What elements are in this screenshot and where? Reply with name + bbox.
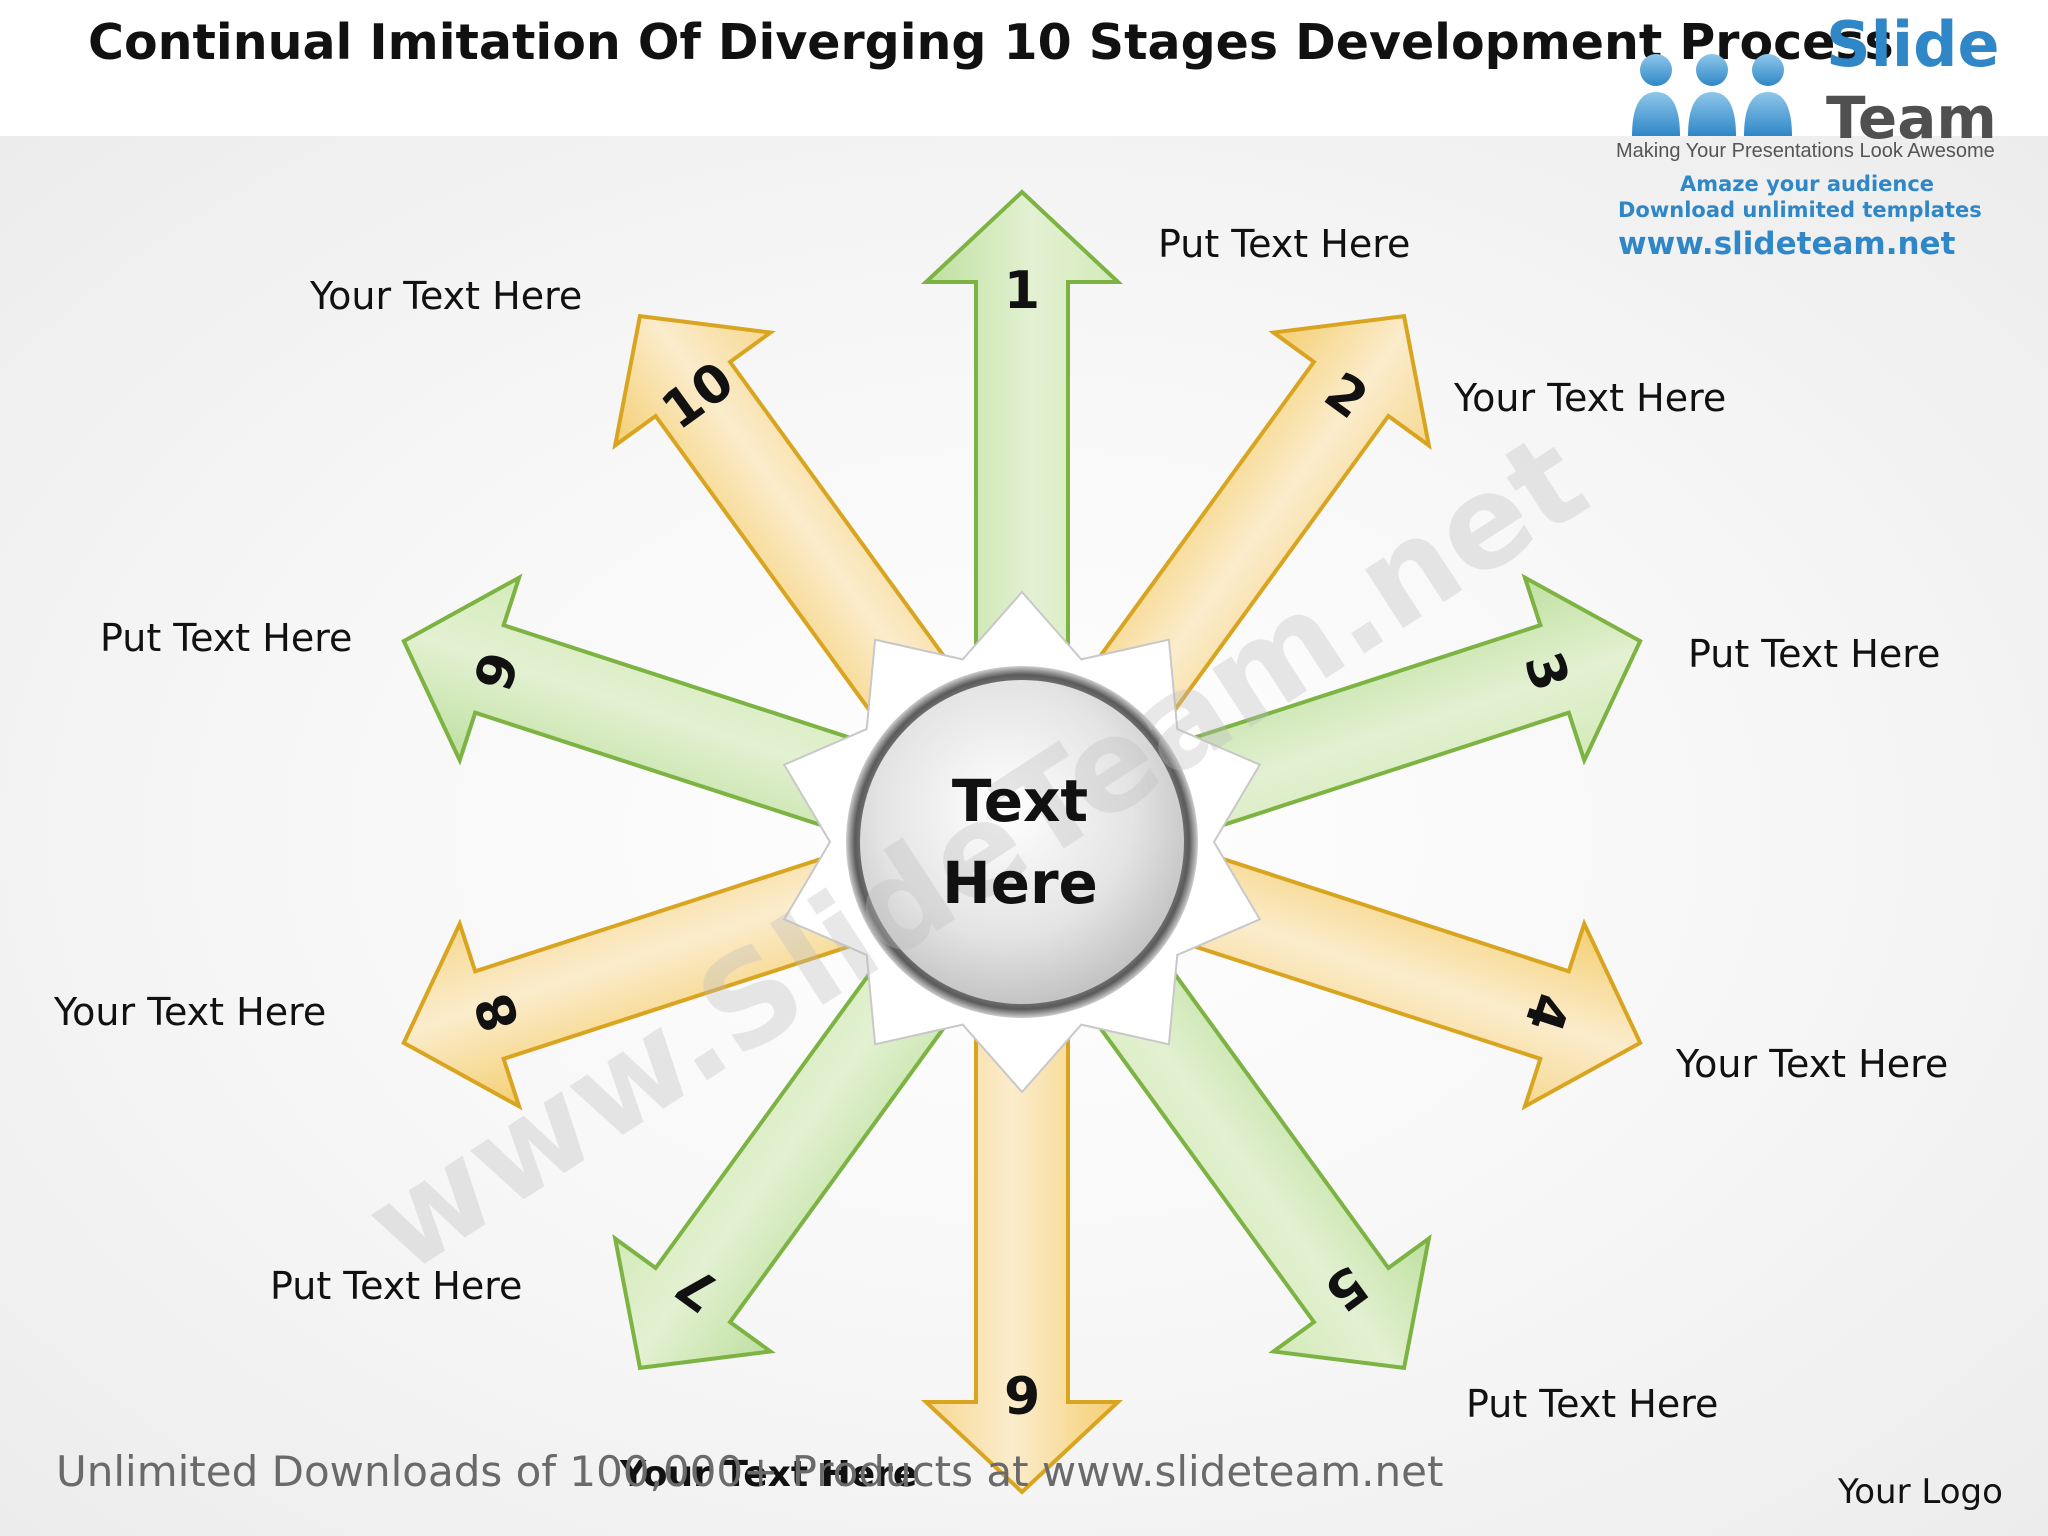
center-text-line2: Here — [942, 849, 1098, 917]
stage-10-arrow-shape — [612, 313, 974, 751]
stage-6-arrow: 6 — [920, 990, 1124, 1495]
stage-8-arrow-shape — [401, 842, 897, 1111]
stage-9-label: Put Text Here — [100, 616, 353, 660]
logo-tagline: Making Your Presentations Look Awesome — [1616, 140, 1995, 162]
stage-10-arrow: 10 — [612, 313, 974, 751]
stage-6-label: Your Text Here — [620, 1454, 918, 1495]
stage-9-arrow: 9 — [401, 573, 897, 842]
logo-brand-top: Slide — [1826, 8, 2000, 81]
stage-8-arrow: 8 — [401, 842, 897, 1111]
stage-6-number: 6 — [1004, 1363, 1040, 1423]
logo-brand-bottom: Team — [1826, 84, 1997, 152]
stage-10-label: Your Text Here — [310, 274, 583, 318]
people-icon — [1632, 54, 1792, 136]
stage-8-label: Your Text Here — [54, 990, 327, 1034]
stage-3-arrow-shape — [1147, 573, 1643, 842]
stage-1-number: 1 — [1004, 261, 1040, 321]
your-logo-placeholder: Your Logo — [1838, 1472, 2003, 1512]
slide-title: Continual Imitation Of Diverging 10 Stag… — [88, 14, 1894, 71]
stage-2-arrow-shape — [1070, 313, 1432, 751]
stage-9-arrow-shape — [401, 573, 897, 842]
stage-1-label: Put Text Here — [1158, 222, 1411, 266]
stage-2-label: Your Text Here — [1454, 376, 1727, 420]
logo-url: www.slideteam.net — [1618, 226, 1956, 262]
center-text-line1: Text — [951, 767, 1089, 835]
stage-3-label: Put Text Here — [1688, 632, 1941, 676]
stage-2-arrow: 2 — [1070, 313, 1432, 751]
center-text: Text Here — [900, 760, 1140, 924]
stage-7-label: Put Text Here — [270, 1264, 523, 1308]
footer-promo: Unlimited Downloads of 100,000+ Products… — [56, 1447, 1444, 1496]
stage-5-arrow-shape — [1070, 933, 1432, 1371]
stage-4-arrow: 4 — [1147, 842, 1643, 1111]
stage-1-arrow: 1 — [920, 189, 1124, 694]
center-circle — [860, 680, 1184, 1004]
stage-5-label: Put Text Here — [1466, 1382, 1719, 1426]
stage-3-arrow: 3 — [1147, 573, 1643, 842]
stage-6-arrow-shape — [920, 990, 1124, 1495]
stage-5-arrow: 5 — [1070, 933, 1432, 1371]
slideteam-logo: Slide Team Making Your Presentations Loo… — [1612, 8, 2032, 268]
stage-7-arrow-shape — [612, 933, 974, 1371]
logo-line2: Download unlimited templates — [1618, 198, 1982, 222]
stage-1-arrow-shape — [920, 189, 1124, 694]
stage-4-arrow-shape — [1147, 842, 1643, 1111]
stage-7-arrow: 7 — [612, 933, 974, 1371]
logo-line1: Amaze your audience — [1680, 172, 1935, 196]
stage-4-label: Your Text Here — [1676, 1042, 1949, 1086]
